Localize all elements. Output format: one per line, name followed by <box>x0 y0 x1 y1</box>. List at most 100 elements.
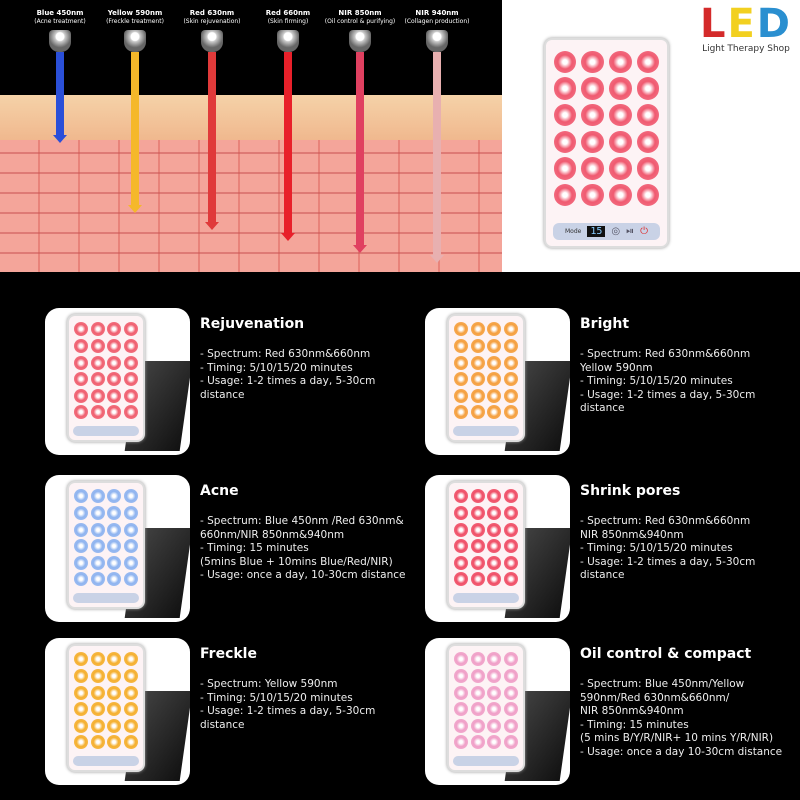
led-bulb <box>107 572 122 587</box>
led-bulb <box>453 539 468 554</box>
led-bulb <box>90 489 105 504</box>
led-bulb <box>581 50 604 73</box>
led-bulb <box>609 103 632 127</box>
mode-details: - Spectrum: Blue 450nm /Red 630nm& 660nm… <box>200 515 406 581</box>
led-bulb <box>73 355 88 370</box>
wavelength-name: Blue 450nm <box>36 9 84 17</box>
led-bulb <box>504 355 519 370</box>
led-bulb <box>90 718 105 733</box>
logo-letter: L <box>699 1 728 47</box>
led-bulb <box>90 505 105 520</box>
led-bulb <box>124 685 139 700</box>
led-bulb <box>107 685 122 700</box>
timer-button-icon[interactable]: ◎ <box>611 226 621 238</box>
led-bulb <box>107 322 122 337</box>
mode-info: Acne- Spectrum: Blue 450nm /Red 630nm& 6… <box>200 483 420 583</box>
led-bulb <box>609 50 632 73</box>
epidermis-layer <box>0 95 502 140</box>
led-bulb <box>453 405 468 420</box>
led-bulb <box>487 555 502 570</box>
led-bulb <box>487 405 502 420</box>
mode-image-card <box>425 638 570 785</box>
led-bulb <box>453 338 468 353</box>
led-bulb <box>453 505 468 520</box>
led-bulb-icon <box>277 30 299 52</box>
light-ray <box>128 52 142 213</box>
light-ray <box>53 52 67 143</box>
control-bar <box>73 756 139 767</box>
led-bulb <box>504 652 519 667</box>
led-bulb <box>453 388 468 403</box>
led-bulb <box>90 539 105 554</box>
led-bulb <box>73 652 88 667</box>
cell-pattern <box>0 140 502 272</box>
led-bulb <box>453 652 468 667</box>
led-bulb-icon <box>124 30 146 52</box>
led-bulb <box>124 505 139 520</box>
led-bulb <box>124 572 139 587</box>
led-bulb <box>90 668 105 683</box>
led-bulb <box>487 652 502 667</box>
led-bulb <box>504 322 519 337</box>
led-bulb <box>504 668 519 683</box>
led-bulb <box>487 668 502 683</box>
led-bulb <box>553 77 577 100</box>
led-bulb <box>504 718 519 733</box>
led-bulb <box>124 322 139 337</box>
led-bulb <box>107 668 122 683</box>
led-bulb <box>581 130 604 154</box>
led-bulb <box>90 572 105 587</box>
led-bulb <box>90 522 105 537</box>
light-ray <box>281 52 295 241</box>
pause-button-icon[interactable]: ⏯ <box>626 226 635 238</box>
wavelength-beam: NIR 940nm (Collagen production) <box>362 0 502 263</box>
led-bulb <box>470 652 485 667</box>
led-bulb-icon <box>201 30 223 52</box>
led-bulb <box>90 735 105 750</box>
led-bulb <box>107 489 122 504</box>
led-bulb <box>636 77 660 100</box>
led-bulb <box>470 685 485 700</box>
led-bulb <box>636 103 660 127</box>
led-bulb <box>609 183 632 207</box>
led-bulb <box>124 555 139 570</box>
wavelength-beam: Blue 450nm (Acne treatment) <box>0 0 135 143</box>
led-bulb <box>73 718 88 733</box>
led-bulb <box>124 652 139 667</box>
led-bulb-icon <box>49 30 71 52</box>
led-bulb <box>124 702 139 717</box>
led-bulb <box>470 405 485 420</box>
led-bulb <box>107 405 122 420</box>
mode-title: Shrink pores <box>580 483 681 499</box>
led-bulb <box>553 183 577 207</box>
wavelength-use: (Skin rejuvenation) <box>183 18 241 25</box>
led-bulb <box>470 572 485 587</box>
led-bulb <box>487 572 502 587</box>
led-bulb <box>504 505 519 520</box>
led-bulb <box>124 405 139 420</box>
led-bulb <box>553 130 577 154</box>
timer-display: 15 <box>587 226 606 238</box>
led-bulb <box>453 555 468 570</box>
led-bulb <box>504 489 519 504</box>
logo-subtitle: Light Therapy Shop <box>702 44 790 54</box>
led-bulb <box>504 372 519 387</box>
led-bulb <box>553 103 577 127</box>
led-bulb <box>487 539 502 554</box>
mode-title: Rejuvenation <box>200 316 305 332</box>
mode-button[interactable]: Mode <box>564 228 582 236</box>
power-button-icon[interactable]: ⏻ <box>640 226 649 238</box>
led-bulb <box>487 718 502 733</box>
led-bulb <box>453 685 468 700</box>
led-bulb <box>470 489 485 504</box>
wavelength-beam: Red 630nm (Skin rejuvenation) <box>137 0 287 230</box>
led-bulb <box>487 355 502 370</box>
wavelength-name: NIR 940nm <box>415 9 459 17</box>
logo-letter: E <box>727 1 757 47</box>
led-bulb <box>73 572 88 587</box>
led-bulb <box>487 388 502 403</box>
led-bulb <box>487 489 502 504</box>
led-bulb <box>487 505 502 520</box>
led-bulb <box>107 355 122 370</box>
